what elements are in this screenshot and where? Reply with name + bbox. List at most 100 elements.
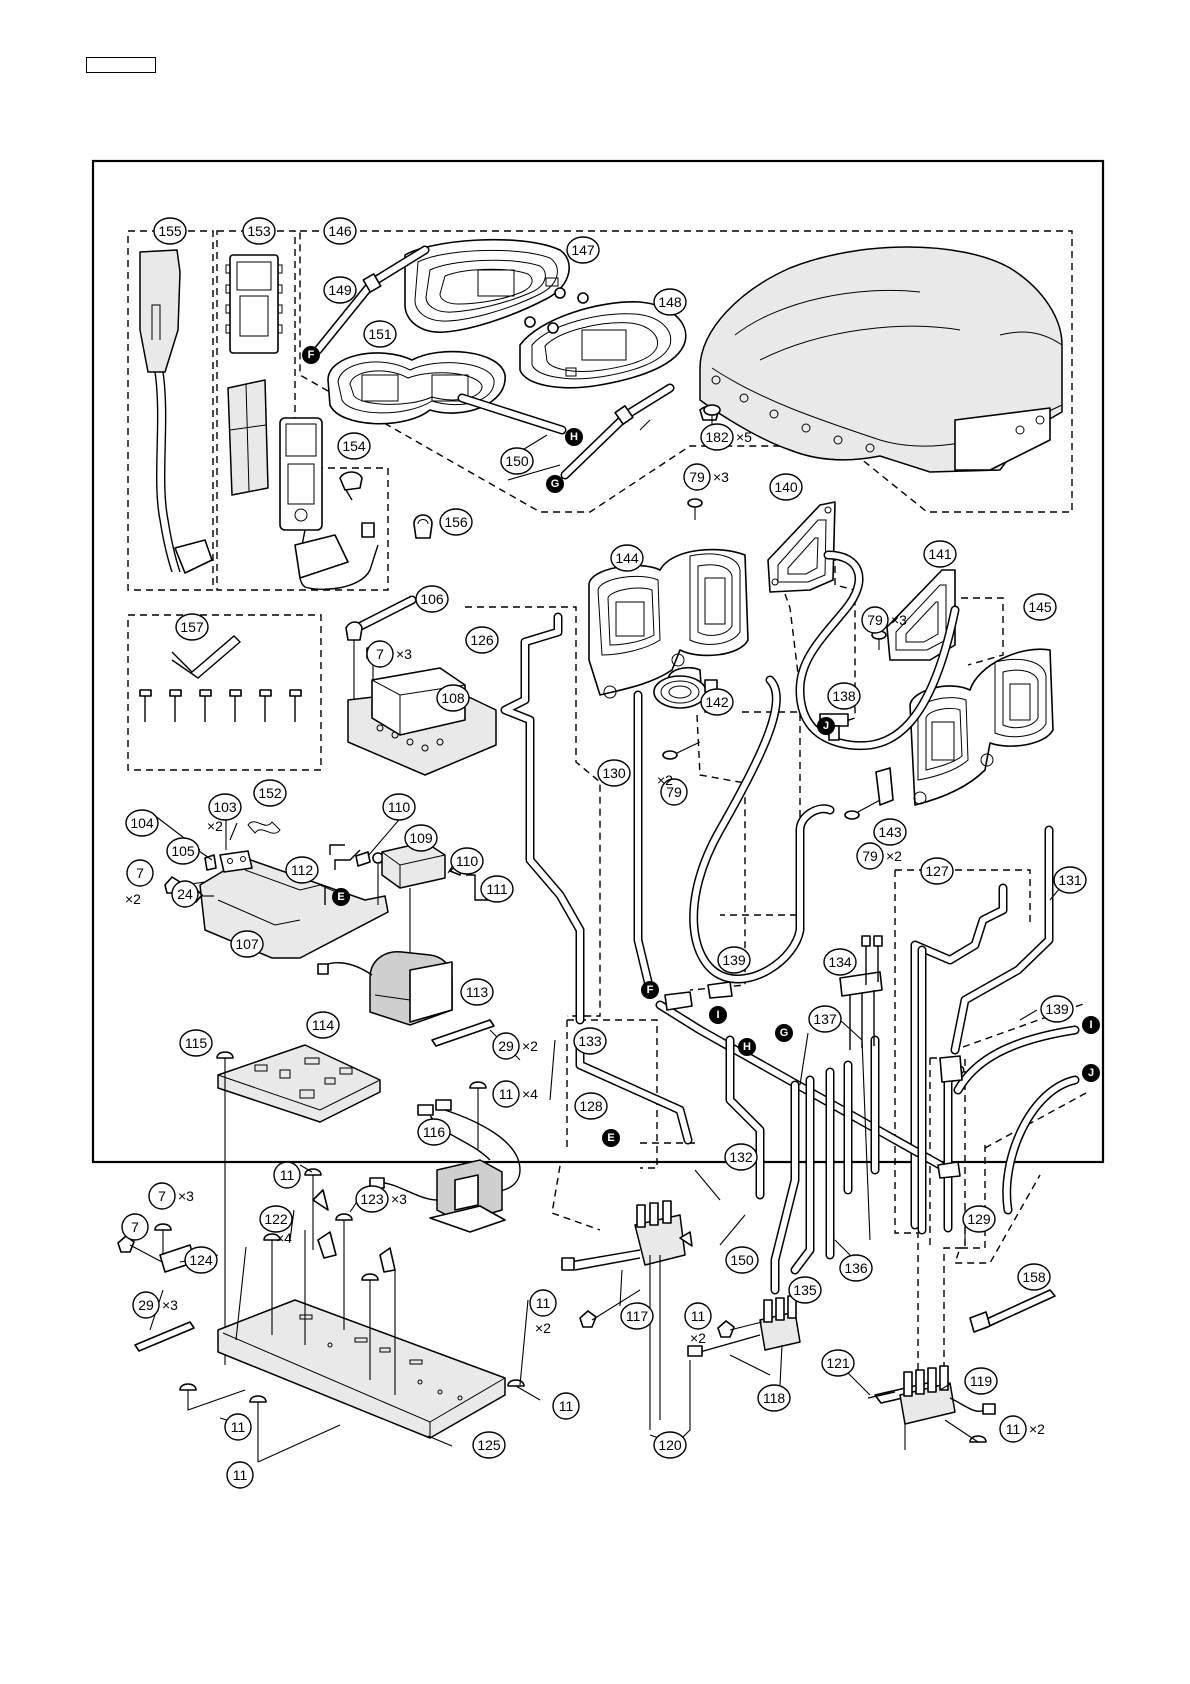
callout-number: 119 (970, 1373, 993, 1389)
pcb-114 (216, 1044, 381, 1365)
part-callout: 149 (323, 276, 357, 304)
callout-number: 129 (967, 1211, 991, 1227)
callout-quantity: ×2 (1029, 1421, 1045, 1437)
callout-bubble (224, 1413, 252, 1441)
callout-bubble (126, 859, 154, 887)
part-callout: 139 (1040, 995, 1074, 1023)
part-callout: 119 (964, 1367, 998, 1395)
part-callout: 154 (337, 432, 371, 460)
connection-marker: E (602, 1129, 620, 1147)
callout-bubble (439, 508, 473, 536)
callout-bubble (923, 540, 957, 568)
callout-bubble (417, 1118, 451, 1146)
callout-bubble (153, 217, 187, 245)
callout-bubble (839, 1254, 873, 1282)
connection-marker: E (332, 888, 350, 906)
quantity-label: ×2 (535, 1320, 551, 1336)
part-callout: 7 (121, 1213, 149, 1241)
part-callout: 132 (724, 1143, 758, 1171)
callout-number: 130 (602, 765, 626, 781)
callout-number: 114 (312, 1017, 335, 1033)
part-callout: 11 (529, 1289, 557, 1317)
callout-number: 135 (793, 1282, 817, 1298)
cable-tie-158 (969, 1289, 1056, 1333)
quantity-label: ×4 (276, 1230, 292, 1246)
part-callout: 103 (208, 793, 242, 821)
callout-bubble (700, 688, 734, 716)
callout-number: 79 (867, 612, 883, 628)
callout-bubble (1023, 593, 1057, 621)
part-callout: 11 (999, 1415, 1027, 1443)
part-callout: 125 (472, 1431, 506, 1459)
callout-number: 131 (1058, 872, 1082, 888)
part-callout: 131 (1053, 866, 1087, 894)
part-callout: 145 (1023, 593, 1057, 621)
callout-bubble (184, 1246, 218, 1274)
part-callout: 157 (175, 613, 209, 641)
callout-bubble (861, 606, 889, 634)
part-callout: 79 (861, 606, 889, 634)
part-callout: 141 (923, 540, 957, 568)
callout-quantity: ×5 (736, 429, 752, 445)
marker-letter: E (337, 891, 344, 903)
part-callout: 127 (920, 857, 954, 885)
callout-bubble (230, 930, 264, 958)
part-callout: 152 (253, 779, 287, 807)
callout-number: 111 (486, 881, 507, 897)
marker-letter: I (1089, 1019, 1092, 1031)
connection-marker: J (1082, 1064, 1100, 1082)
marker-dot (775, 1024, 793, 1042)
callout-number: 117 (626, 1308, 649, 1324)
callout-number: 133 (578, 1033, 602, 1049)
callout-number: 128 (579, 1098, 603, 1114)
connection-marker: H (565, 428, 583, 446)
callout-number: 11 (499, 1086, 514, 1102)
part-callout: 182 (700, 423, 734, 451)
seat-cover (699, 246, 1063, 473)
callout-quantity: ×4 (522, 1086, 538, 1102)
part-callout: 139 (717, 946, 751, 974)
callout-quantity: ×2 (522, 1038, 538, 1054)
callout-bubble (552, 1392, 580, 1420)
marker-dot (641, 981, 659, 999)
callout-bubble (306, 1011, 340, 1039)
part-callout: 11 (226, 1461, 254, 1489)
callout-bubble (610, 544, 644, 572)
callout-bubble (724, 1143, 758, 1171)
part-callout: 117 (620, 1302, 654, 1330)
callout-bubble (404, 824, 438, 852)
marker-letter: G (551, 478, 560, 490)
marker-letter: J (823, 720, 829, 732)
part-callout: 118 (757, 1384, 791, 1412)
part-callout: 111 (480, 875, 514, 903)
callout-number: 145 (1028, 599, 1052, 615)
callout-bubble (415, 585, 449, 613)
part-callout: 150 (725, 1246, 759, 1274)
callout-number: 11 (233, 1467, 248, 1483)
callout-number: 124 (189, 1252, 213, 1268)
callout-bubble (285, 856, 319, 884)
marker-dot (738, 1038, 756, 1056)
callout-number: 110 (388, 799, 411, 815)
callout-number: 113 (466, 984, 489, 1000)
callout-number: 108 (441, 690, 465, 706)
rivets (662, 404, 887, 820)
callout-number: 125 (477, 1437, 501, 1453)
callout-number: 182 (705, 429, 729, 445)
remote-holder (139, 249, 213, 574)
callout-bubble (827, 682, 861, 710)
valve-manifolds (561, 1200, 996, 1450)
part-callout: 155 (153, 217, 187, 245)
part-callout: 128 (574, 1092, 608, 1120)
callout-bubble (492, 1032, 520, 1060)
part-callout: 104 (125, 809, 159, 837)
callout-bubble (808, 1005, 842, 1033)
part-callout: 79 (856, 842, 884, 870)
callout-quantity: ×3 (178, 1188, 194, 1204)
part-callout: 105 (166, 837, 200, 865)
callout-number: 137 (813, 1011, 837, 1027)
callout-quantity: ×2 (886, 848, 902, 864)
connection-marker: G (775, 1024, 793, 1042)
callout-number: 143 (878, 824, 902, 840)
